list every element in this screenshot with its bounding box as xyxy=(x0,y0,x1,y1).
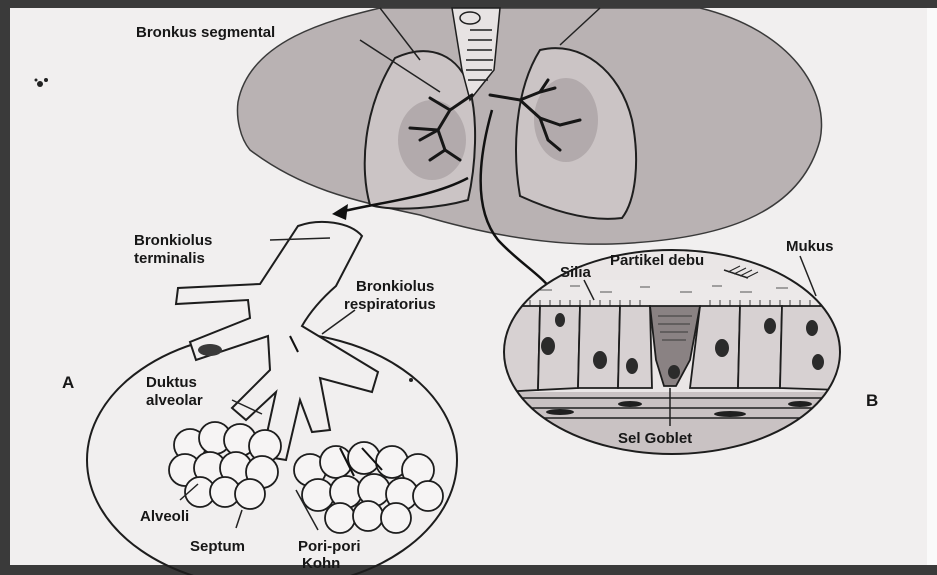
panel-a-label: A xyxy=(62,374,74,391)
label-silia: Silia xyxy=(560,264,591,281)
left-lung-shadow xyxy=(398,100,466,180)
label-duktus-alveolar-line2: alveolar xyxy=(146,392,203,409)
label-bronkiolus-terminalis-line2: terminalis xyxy=(134,250,205,267)
label-sel-goblet: Sel Goblet xyxy=(618,430,692,447)
label-pori-pori-kohn-line2: Kohn xyxy=(302,555,340,572)
label-pori-pori-kohn-line1: Pori-pori xyxy=(298,538,361,555)
label-bronkiolus-terminalis-line1: Bronkiolus xyxy=(134,232,212,249)
label-mukus: Mukus xyxy=(786,238,834,255)
alveoli-cluster-left xyxy=(169,422,281,509)
label-alveoli: Alveoli xyxy=(140,508,189,525)
label-duktus-alveolar-line1: Duktus xyxy=(146,374,197,391)
label-bronkus-segmental: Bronkus segmental xyxy=(136,24,275,41)
paper-edge xyxy=(927,8,937,565)
label-partikel-debu: Partikel debu xyxy=(610,252,704,269)
label-bronkiolus-respiratorius-line1: Bronkiolus xyxy=(356,278,434,295)
label-bronkiolus-respiratorius-line2: respiratorius xyxy=(344,296,436,313)
label-septum: Septum xyxy=(190,538,245,555)
panel-b-label: B xyxy=(866,392,878,409)
bronchiole-opening xyxy=(198,344,222,356)
